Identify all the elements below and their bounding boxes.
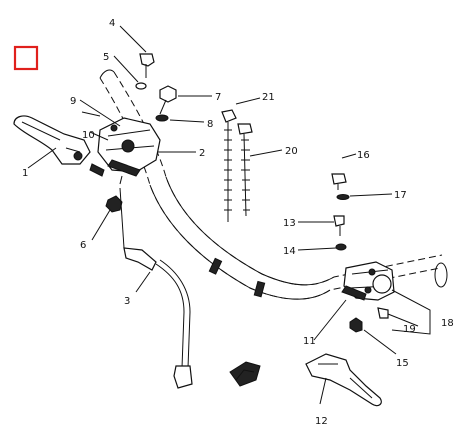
nut-6 xyxy=(105,195,123,213)
callout-13: 13 xyxy=(283,218,296,229)
brake-lever xyxy=(305,353,382,407)
callout-7: 7 xyxy=(215,92,221,103)
callout-5: 5 xyxy=(103,52,109,63)
callout-9: 9 xyxy=(70,96,76,107)
bolt-19 xyxy=(377,307,399,319)
callout-16: 16 xyxy=(357,150,370,161)
callout-2: 2 xyxy=(199,148,205,159)
screw-20 xyxy=(237,123,253,217)
lever-holder xyxy=(89,117,161,185)
handlebar xyxy=(99,69,448,300)
callout-11: 11 xyxy=(303,336,316,347)
screw-21 xyxy=(221,109,237,222)
callout-labels: 4 5 9 10 1 7 8 2 21 20 6 3 16 17 13 14 1… xyxy=(22,18,454,427)
washer-5 xyxy=(135,82,147,90)
nut-15 xyxy=(349,317,363,333)
clamp-bracket xyxy=(229,361,261,387)
callout-4: 4 xyxy=(109,18,115,29)
callout-15: 15 xyxy=(396,358,409,369)
callout-21: 21 xyxy=(262,92,275,103)
callout-14: 14 xyxy=(283,246,296,257)
callout-10: 10 xyxy=(82,130,95,141)
callout-8: 8 xyxy=(207,119,213,130)
callout-18: 18 xyxy=(441,318,454,329)
washer-14 xyxy=(335,243,347,251)
clutch-lever xyxy=(13,115,91,165)
right-lever-holder xyxy=(341,261,395,301)
callout-17: 17 xyxy=(394,190,407,201)
bolt-7 xyxy=(159,85,177,115)
bolt-16 xyxy=(331,173,347,190)
red-square-marker xyxy=(13,45,39,71)
clutch-cable xyxy=(119,187,193,389)
bolt-13 xyxy=(333,215,345,236)
callout-12: 12 xyxy=(315,416,328,427)
callout-1: 1 xyxy=(22,168,28,179)
callout-20: 20 xyxy=(285,146,298,157)
washer-8 xyxy=(155,114,169,122)
washer-17 xyxy=(336,194,350,200)
leader-lines xyxy=(27,25,431,405)
callout-3: 3 xyxy=(124,296,130,307)
callout-19: 19 xyxy=(403,324,416,335)
callout-6: 6 xyxy=(80,240,86,251)
bolt-4 xyxy=(139,53,155,78)
